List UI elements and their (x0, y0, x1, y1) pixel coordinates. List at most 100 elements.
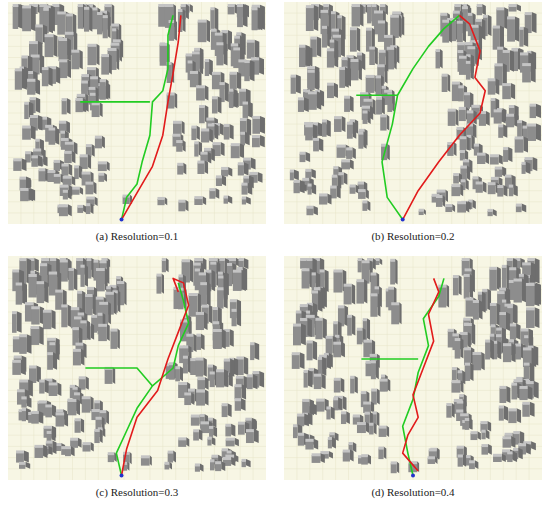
building-side (513, 185, 517, 197)
building-front (247, 376, 253, 389)
building-front (233, 272, 242, 291)
building-top (215, 461, 221, 464)
building-top (162, 258, 166, 261)
building-side (150, 455, 152, 465)
building-top (465, 268, 472, 271)
building-top (330, 40, 334, 43)
building-top (231, 43, 238, 46)
building-front (243, 104, 248, 118)
building-front (193, 431, 199, 440)
building-side (109, 54, 112, 75)
building-top (209, 426, 213, 429)
building-top (80, 320, 86, 323)
building-front (327, 50, 334, 67)
building-side (25, 462, 30, 469)
building-side (52, 441, 56, 454)
building-front (22, 410, 26, 421)
building-front (83, 444, 91, 451)
building-top (209, 258, 218, 261)
building-top (488, 78, 496, 81)
planned-path (403, 15, 486, 219)
building-side (124, 281, 126, 305)
building-top (506, 114, 514, 117)
building-side (424, 209, 426, 215)
building-top (437, 190, 446, 193)
building-top (337, 15, 341, 18)
building-side (108, 302, 111, 325)
building-top (243, 158, 251, 161)
building-front (380, 116, 386, 130)
building-top (21, 396, 26, 399)
building-top (94, 400, 100, 403)
ground (284, 256, 542, 480)
building-top (97, 12, 102, 15)
building-top (253, 371, 260, 374)
building-top (77, 205, 83, 208)
building-front (74, 167, 79, 179)
building-top (452, 82, 460, 85)
building-side (300, 180, 305, 193)
building-front (350, 29, 357, 51)
building-front (39, 170, 46, 181)
building-side (205, 377, 209, 390)
building-front (175, 368, 180, 381)
building-top (104, 4, 111, 7)
building-front (506, 116, 514, 128)
building-top (71, 50, 79, 53)
building-top (178, 437, 186, 440)
building-top (80, 265, 84, 268)
building-side (100, 429, 103, 443)
building-top (216, 42, 223, 45)
building-front (47, 433, 52, 441)
building-side (258, 172, 263, 183)
building-front (209, 428, 213, 437)
building-front (39, 382, 44, 394)
building-front (358, 134, 363, 149)
building-top (85, 182, 93, 185)
building-side (228, 196, 232, 204)
building-front (237, 6, 243, 27)
building-top (78, 4, 83, 7)
building-front (212, 74, 221, 89)
building-side (466, 136, 469, 150)
building-side (241, 270, 245, 291)
building-front (162, 260, 166, 272)
planned-path (122, 15, 181, 219)
building-top (352, 4, 360, 7)
building-side (169, 462, 172, 470)
building-side (190, 259, 193, 282)
building-top (210, 371, 215, 374)
building-top (359, 129, 364, 132)
building-top (497, 185, 503, 188)
building-top (59, 38, 68, 41)
building-side (402, 15, 404, 35)
building-side (342, 116, 346, 132)
building-side (117, 329, 120, 349)
building-front (158, 6, 165, 27)
building-top (380, 4, 385, 7)
building-top (63, 190, 68, 193)
building-top (86, 203, 90, 206)
building-top (477, 153, 485, 156)
building-top (522, 63, 531, 66)
building-top (451, 184, 460, 187)
building-top (173, 121, 182, 124)
building-side (363, 132, 366, 149)
building-front (209, 190, 215, 199)
building-top (87, 258, 92, 261)
building-front (49, 129, 56, 144)
building-top (88, 44, 97, 47)
building-top (31, 306, 39, 309)
building-front (294, 182, 300, 193)
building-front (71, 52, 79, 70)
building-side (483, 181, 487, 192)
building-top (181, 4, 186, 7)
building-top (249, 172, 257, 175)
building-top (20, 177, 26, 180)
building-top (234, 384, 241, 387)
building-side (72, 151, 76, 163)
building-side (52, 404, 56, 417)
building-top (333, 166, 338, 169)
building-top (79, 376, 86, 379)
